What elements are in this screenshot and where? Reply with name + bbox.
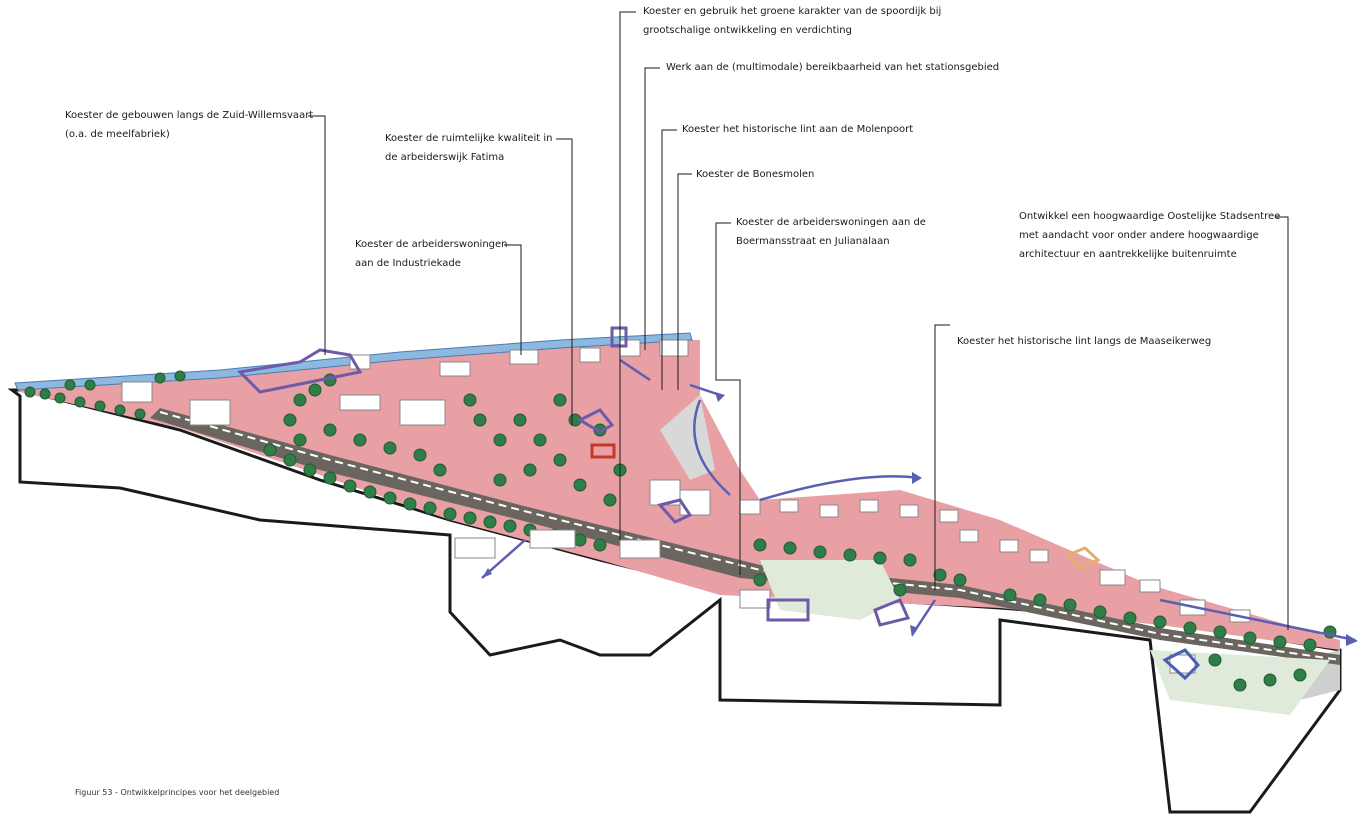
leader-industriekade: [504, 244, 522, 355]
heritage-maaseikerweg: [873, 598, 911, 627]
figure-caption: Figuur 53 - Ontwikkelprincipes voor het …: [75, 788, 280, 797]
arrow-east-main: [1159, 598, 1356, 642]
leader-maaseikerweg: [934, 324, 950, 590]
access-arrows: [481, 358, 1356, 642]
leader-lines: [308, 11, 1289, 630]
arrow-heads: [482, 392, 1358, 646]
tree-groups: [24, 370, 1337, 692]
arrow-canal: [619, 358, 651, 382]
annotation-boermansstraat: Koester de arbeiderswoningen aan de Boer…: [736, 217, 926, 247]
annotation-industriekade: Koester de arbeiderswoningen aan de Indu…: [355, 239, 508, 269]
annotation-stadsentree: Ontwikkel een hoogwaardige Oostelijke St…: [1019, 211, 1281, 260]
buildings: [121, 339, 1251, 674]
heritage-outlines: [236, 326, 1201, 681]
heritage-orange: [1065, 546, 1101, 570]
rail-track: [159, 411, 1341, 661]
annotation-molenpoort: Koester het historische lint aan de Mole…: [682, 124, 914, 135]
leader-molenpoort: [661, 129, 677, 390]
trees-east: [753, 538, 1337, 692]
trees-canal: [24, 370, 186, 420]
arrow-ring-station: [693, 399, 731, 496]
heritage-east-blue: [1162, 648, 1201, 681]
leader-bereikbaarheid: [644, 67, 660, 350]
heritage-bonesmolen: [576, 408, 615, 434]
heritage-molenpoort: [610, 326, 628, 348]
heritage-purple-south: [766, 598, 810, 622]
leader-stadsentree: [1275, 216, 1289, 630]
leader-boermansstraat: [715, 222, 741, 575]
arrow-ring-north: [689, 383, 721, 397]
annotation-maaseikerweg: Koester het historische lint langs de Ma…: [957, 336, 1212, 347]
heritage-red-block: [590, 443, 616, 459]
leader-bonesmolen: [677, 173, 692, 390]
rail-corridor: [150, 408, 1340, 665]
heritage-meelfabriek: [236, 348, 363, 394]
arrow-east-ring: [759, 475, 921, 502]
annotation-bonesmolen: Koester de Bonesmolen: [696, 169, 815, 180]
trees-fatima: [283, 373, 627, 507]
park-center: [760, 560, 900, 620]
heritage-boermansstraat: [657, 498, 693, 524]
leader-spoordijk: [619, 11, 636, 540]
annotation-zuid-willemsvaart: Koester de gebouwen langs de Zuid-Willem…: [65, 110, 314, 140]
annotation-bereikbaarheid: Werk aan de (multimodale) bereikbaarheid…: [666, 62, 1000, 73]
leader-fatima: [556, 138, 573, 425]
leader-zuid-willemsvaart: [308, 115, 326, 355]
annotation-fatima: Koester de ruimtelijke kwaliteit in de a…: [385, 133, 553, 163]
annotation-spoordijk: Koester en gebruik het groene karakter v…: [643, 6, 942, 36]
